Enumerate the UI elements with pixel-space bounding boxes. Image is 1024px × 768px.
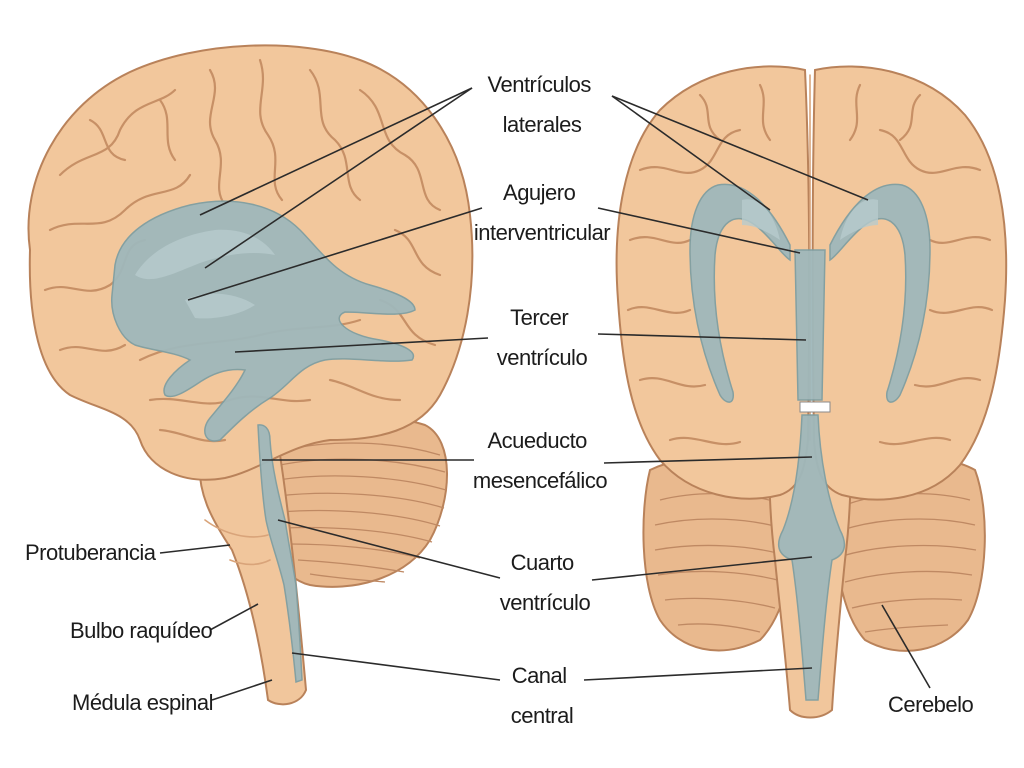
lateral-brain-view xyxy=(27,44,474,706)
front-aqueduct-marker xyxy=(799,401,831,413)
label-cerebelo: Cerebelo xyxy=(888,692,974,717)
leader-lines xyxy=(159,87,931,701)
lateral-ventricle-system xyxy=(111,200,416,684)
label-tercer-ventriculo: Tercer ventrículo xyxy=(497,305,588,370)
label-cuarto-ventriculo: Cuarto ventrículo xyxy=(500,550,591,615)
label-ventriculos-laterales: Ventrículos laterales xyxy=(488,72,597,137)
label-bulbo-raquideo: Bulbo raquídeo xyxy=(70,618,212,643)
front-third-ventricle xyxy=(794,249,826,401)
lateral-cerebellum-folia xyxy=(277,442,447,583)
lateral-aqueduct-fourth-ventricle xyxy=(257,424,303,684)
frontal-brain-view xyxy=(615,65,1008,719)
labels: Ventrículos laterales Agujero interventr… xyxy=(25,72,974,728)
label-protuberancia: Protuberancia xyxy=(25,540,157,565)
label-agujero-interventricular: Agujero interventricular xyxy=(474,180,610,245)
front-lateral-ventricle-right xyxy=(829,183,931,403)
front-lateral-ventricle-left xyxy=(689,183,791,403)
label-medula-espinal: Médula espinal xyxy=(72,690,213,715)
label-canal-central: Canal central xyxy=(511,663,574,728)
label-acueducto-mesencefalico: Acueducto mesencefálico xyxy=(473,428,607,493)
